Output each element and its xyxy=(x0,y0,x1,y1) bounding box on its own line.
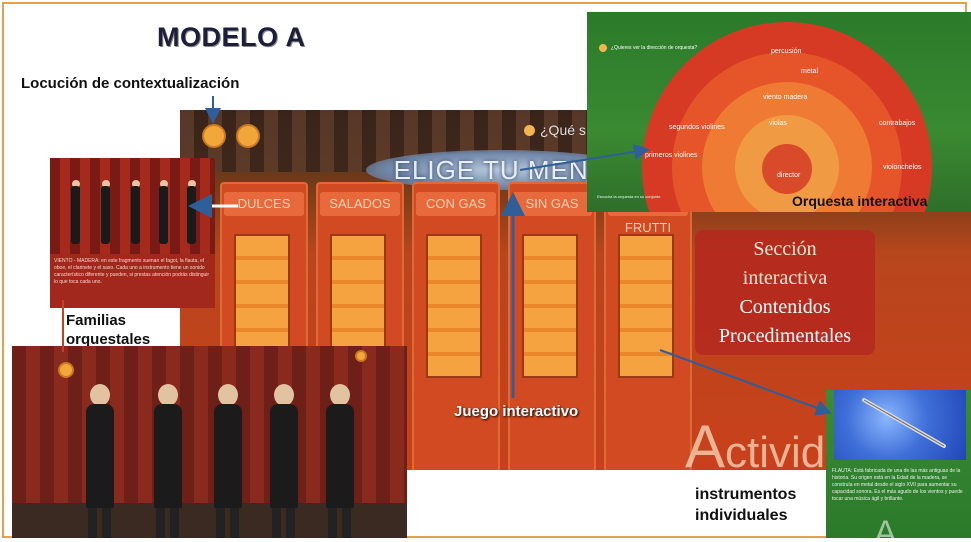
section-label[interactable]: director xyxy=(777,172,801,179)
locucion-callout: Locución de contextualización xyxy=(21,75,240,92)
section-label[interactable]: violas xyxy=(769,120,787,127)
musician-leg xyxy=(342,508,351,538)
musician-head xyxy=(72,180,80,188)
instrument-image xyxy=(834,390,966,460)
seccion-interactiva-box: Sección interactiva Contenidos Procedime… xyxy=(695,230,875,355)
musician-head xyxy=(102,180,110,188)
machine-window xyxy=(522,234,578,378)
familias-line: Familias xyxy=(66,312,127,329)
audio-dot[interactable] xyxy=(524,125,535,136)
musician-head xyxy=(158,384,178,406)
flute-player xyxy=(154,404,182,508)
musician-head xyxy=(330,384,350,406)
seccion-line: interactiva xyxy=(742,267,828,289)
arrow-instrumentos xyxy=(659,349,832,416)
actividad-initial: A xyxy=(685,413,726,470)
musician xyxy=(101,186,110,244)
close-icon[interactable] xyxy=(355,350,367,362)
audio-button[interactable] xyxy=(58,362,74,378)
musician-leg xyxy=(170,508,179,538)
section-label[interactable]: segundos violines xyxy=(669,124,725,131)
audio-button-1[interactable] xyxy=(202,124,226,148)
instrument-panel: FLAUTA: Está fabricada de una de las más… xyxy=(826,390,971,538)
musician-leg xyxy=(102,508,111,538)
audio-dot[interactable] xyxy=(599,44,607,52)
family-description: VIENTO - MADERA: en este fragmento suena… xyxy=(54,258,210,285)
orchestra-footer: Escucha la orquesta en su conjunto xyxy=(597,194,661,199)
section-label[interactable]: contrabajos xyxy=(879,120,916,127)
audio-button-2[interactable] xyxy=(236,124,260,148)
musician-leg xyxy=(230,508,239,538)
familias-callout: Familias orquestales xyxy=(66,311,196,349)
bassoon-player xyxy=(86,404,114,508)
machine-label: CON GAS xyxy=(416,192,496,216)
actividad-watermark: A xyxy=(874,514,897,538)
musician-head xyxy=(274,384,294,406)
seccion-line: Sección xyxy=(753,238,817,260)
familias-line: orquestales xyxy=(66,331,151,348)
director-podium[interactable] xyxy=(762,144,812,194)
clarinet-player xyxy=(270,404,298,508)
seccion-line: Contenidos xyxy=(739,296,831,318)
musician-leg xyxy=(156,508,165,538)
flute-icon xyxy=(862,398,946,448)
juego-callout: Juego interactivo xyxy=(454,403,579,420)
arrow-orquesta xyxy=(519,143,650,171)
musician-leg xyxy=(286,508,295,538)
page-title: MODELO A xyxy=(157,22,306,52)
stage-floor xyxy=(12,503,407,538)
family-panel-small: VIENTO - MADERA: en este fragmento suena… xyxy=(50,158,215,308)
musician-head xyxy=(132,180,140,188)
instrument-description: FLAUTA: Está fabricada de una de las más… xyxy=(832,468,963,502)
family-stage xyxy=(50,158,215,254)
musician xyxy=(159,186,168,244)
section-label[interactable]: viento madera xyxy=(763,94,808,101)
instrumentos-line: instrumentos xyxy=(695,486,797,503)
machine-window xyxy=(426,234,482,378)
orchestra-panel: ¿Quieres ver la dirección de orquesta? p… xyxy=(587,12,971,212)
seccion-line: Procedimentales xyxy=(718,325,852,347)
machine-label: SALADOS xyxy=(320,192,400,216)
instrumentos-line: individuales xyxy=(695,507,788,524)
machine-window xyxy=(618,234,674,378)
musician-leg xyxy=(88,508,97,538)
instrumentos-callout: instrumentos individuales xyxy=(695,484,825,526)
section-label[interactable]: metal xyxy=(801,68,819,75)
musician-head xyxy=(188,180,196,188)
musician-leg xyxy=(216,508,225,538)
scene-question: ¿Qué s xyxy=(540,122,586,138)
musician xyxy=(131,186,140,244)
musician-head xyxy=(160,180,168,188)
section-label[interactable]: percusión xyxy=(771,48,802,55)
machine-sin-gas[interactable]: SIN GAS xyxy=(508,182,596,470)
family-panel-large xyxy=(12,346,407,538)
machine-label: SIN GAS xyxy=(512,192,592,216)
orchestra-question: ¿Quieres ver la dirección de orquesta? xyxy=(611,45,698,51)
musician-leg xyxy=(328,508,337,538)
saxophone-player xyxy=(326,404,354,508)
musician-leg xyxy=(272,508,281,538)
orquesta-callout: Orquesta interactiva xyxy=(792,193,928,209)
machine-label: DULCES xyxy=(224,192,304,216)
machine-tutti-frutti[interactable]: TUTTI FRUTTI xyxy=(604,182,692,470)
musician-head xyxy=(218,384,238,406)
oboe-player xyxy=(214,404,242,508)
musician-head xyxy=(90,384,110,406)
section-label[interactable]: violonchelos xyxy=(883,164,922,171)
machine-con-gas[interactable]: CON GAS xyxy=(412,182,500,470)
musician xyxy=(71,186,80,244)
section-label[interactable]: primeros violines xyxy=(645,152,698,159)
